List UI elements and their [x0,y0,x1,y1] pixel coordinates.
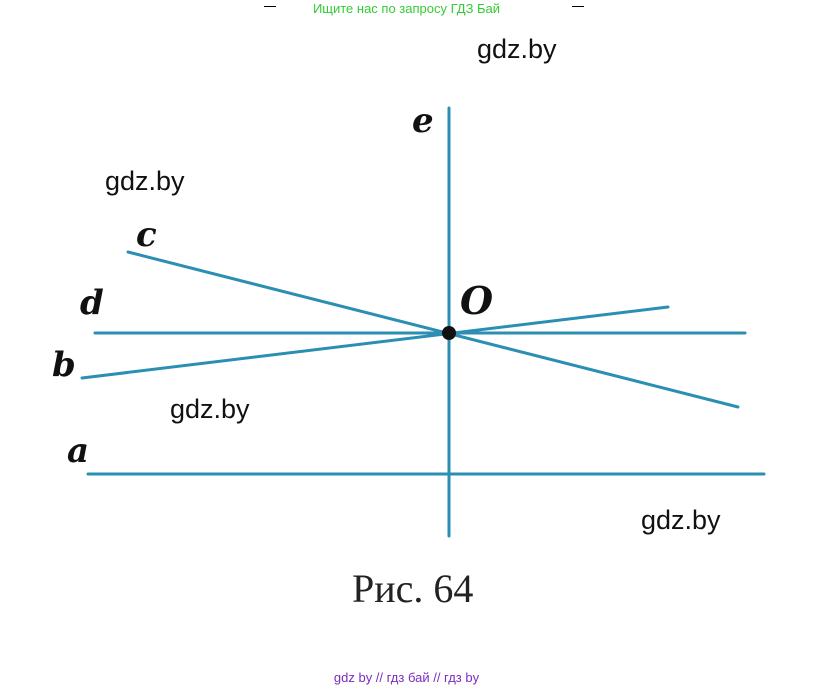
label-a: a [67,431,89,471]
watermark-middle: gdz.by [170,394,250,424]
top-banner: Ищите нас по запросу ГДЗ Бай [312,1,501,16]
label-o: O [460,278,493,323]
watermark-left: gdz.by [105,166,185,196]
figure-caption: Рис. 64 [352,566,473,611]
point-o [442,326,456,340]
decor-dash-right [572,6,584,7]
line-c [126,250,740,409]
decor-dash-left [264,6,276,7]
line-b [80,305,670,380]
label-e: e [412,101,434,141]
watermark-bottom-right: gdz.by [641,505,721,535]
footer-links: gdz by // гдз бай // гдз by [333,670,480,685]
label-b: b [52,345,76,385]
label-d: d [80,283,104,323]
label-c: c [136,215,157,255]
watermark-top: gdz.by [477,34,557,64]
